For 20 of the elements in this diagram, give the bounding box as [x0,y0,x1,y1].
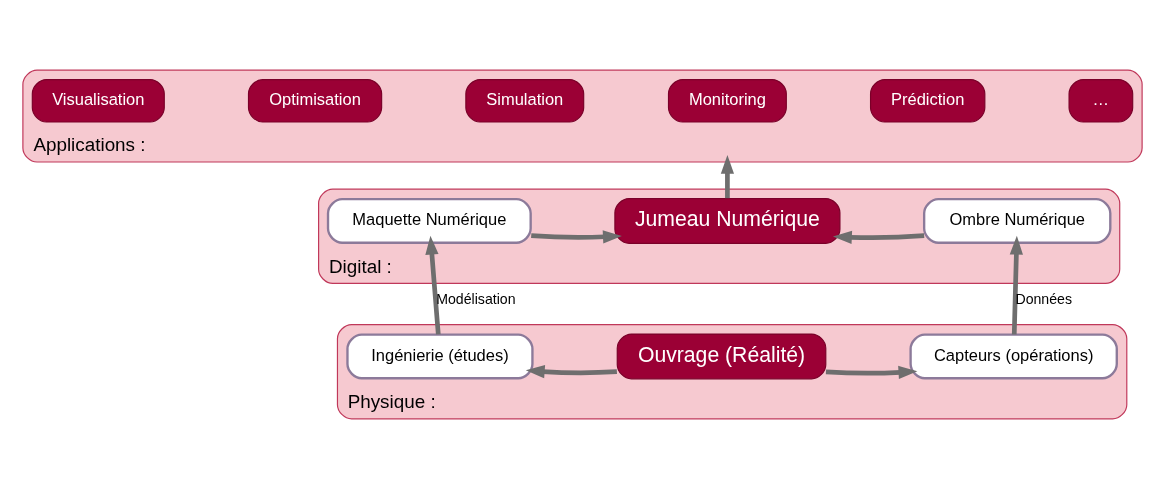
arrow [825,365,918,379]
arrow [525,364,617,378]
node-box: Jumeau Numérique [614,197,841,244]
arrow [720,154,735,198]
node-box: Prédiction [869,78,986,123]
node-box: Ouvrage (Réalité) [616,332,827,379]
edge-label: Modélisation [436,290,516,307]
node-box: Ombre Numérique [923,197,1112,244]
arrow [1009,235,1023,334]
node-box: Ingénierie (études) [346,332,534,379]
node-box: Monitoring [667,78,787,123]
node-box: Optimisation [247,78,383,123]
node-box: Simulation [465,78,585,123]
node-box: Maquette Numérique [326,197,532,244]
arrow [425,235,441,335]
node-box: … [1068,78,1134,123]
arrow [832,230,925,244]
node-box: Visualisation [31,78,165,123]
node-box: Capteurs (opérations) [909,332,1118,379]
arrow [531,229,622,243]
